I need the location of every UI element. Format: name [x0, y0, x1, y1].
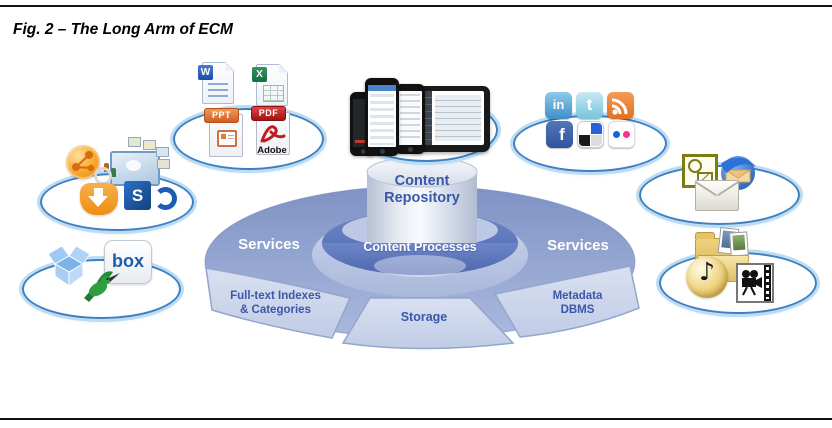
content-repository-label: Content Repository [384, 173, 460, 206]
adobe-swirl [260, 125, 286, 143]
bottom-rule [0, 418, 832, 420]
storage-label: Storage [400, 310, 448, 324]
documents-ellipse [173, 108, 324, 170]
services-left-label: Services [238, 236, 300, 253]
social-cluster: in t f [511, 88, 667, 172]
top-rule [0, 5, 832, 7]
film-camera-glyph [742, 270, 762, 296]
cloud-storage-cluster: box [20, 238, 181, 320]
repository-cylinder-top [366, 160, 478, 188]
linkedin-icon: in [545, 92, 572, 119]
documents-cluster: W X PPT PDF Adobe [170, 58, 330, 173]
hummingbird-icon [78, 264, 120, 304]
email-ellipse [639, 165, 800, 225]
twitter-icon: t [576, 92, 603, 119]
process-band-front [322, 243, 518, 275]
dropbox-icon [42, 240, 96, 288]
segment-fulltext-shape [205, 267, 352, 339]
services-right-label: Services [547, 237, 609, 254]
segment-metadata-shape [493, 265, 640, 338]
media-cluster: ♪ [657, 225, 817, 317]
smartphone-app-icon [365, 78, 399, 156]
metadata-dbms-label: Metadata DBMS [552, 290, 603, 316]
smartphone-notes-icon [395, 84, 425, 154]
pedestal-glow [374, 255, 466, 277]
music-icon: ♪ [686, 256, 728, 298]
powerpoint-file-icon: PPT [204, 108, 246, 157]
facebook-icon: f [546, 121, 573, 148]
video-icon [736, 263, 774, 303]
segment-storage-shape [341, 297, 515, 350]
music-note-glyph: ♪ [699, 257, 715, 286]
fulltext-indexes-label: Full-text Indexes & Categories [230, 290, 321, 316]
figure-title: Fig. 2 – The Long Arm of ECM [13, 21, 233, 38]
sharepoint-icon: S [124, 179, 177, 215]
content-processes-label: Content Processes [363, 240, 477, 254]
collaboration-cluster: S [38, 135, 194, 231]
mobile-cluster [348, 72, 498, 162]
rss-icon [607, 92, 634, 119]
word-document-icon: W [198, 62, 236, 106]
email-cluster [637, 140, 800, 225]
pdf-file-icon: PDF Adobe [251, 106, 293, 156]
site-diagram-icon [100, 137, 170, 189]
envelope-icon [695, 180, 739, 211]
flickr-icon [608, 121, 635, 148]
delicious-icon [577, 121, 604, 148]
excel-document-icon: X [252, 64, 290, 108]
ecm-hub-diagram [204, 160, 640, 350]
download-arrow-icon [80, 183, 118, 215]
